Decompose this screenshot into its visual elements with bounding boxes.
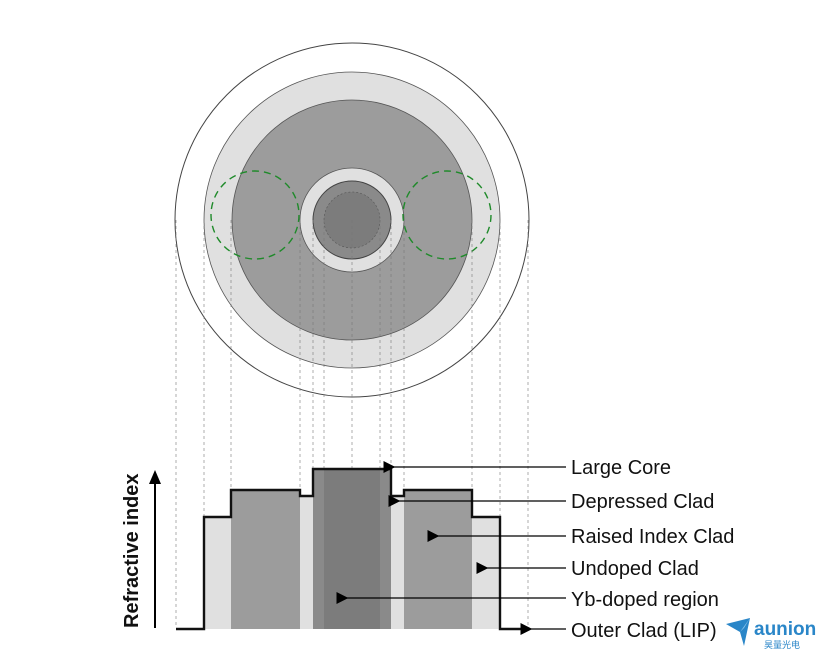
profile-yb — [324, 469, 380, 629]
profile-depressed-right — [391, 496, 404, 629]
label-yb-doped-region: Yb-doped region — [571, 589, 719, 611]
label-depressed-clad: Depressed Clad — [571, 491, 714, 513]
label-large-core: Large Core — [571, 457, 671, 479]
label-raised-index-clad: Raised Index Clad — [571, 526, 734, 548]
index-profile-fills — [176, 467, 528, 631]
profile-core-right — [380, 469, 391, 629]
logo-subtitle: 昊量光电 — [764, 639, 800, 651]
profile-raised-left — [231, 490, 300, 629]
aunion-logo: aunion 昊量光电 — [722, 612, 828, 654]
logo-word: aunion — [754, 619, 816, 640]
logo-mark-icon — [726, 618, 750, 646]
profile-undoped-left — [204, 517, 231, 629]
profile-core-left — [313, 469, 324, 629]
label-undoped-clad: Undoped Clad — [571, 558, 699, 580]
profile-depressed-left — [300, 496, 313, 629]
dashed-circle-right — [402, 170, 492, 260]
profile-raised-right — [404, 490, 472, 629]
annotations: Large Core Depressed Clad Raised Index C… — [336, 457, 734, 642]
profile-outline — [176, 467, 528, 631]
y-axis-label: Refractive index — [121, 473, 143, 628]
dashed-circle-left — [210, 170, 300, 260]
profile-undoped-right — [472, 517, 500, 629]
label-outer-clad: Outer Clad (LIP) — [571, 620, 717, 642]
y-axis: Refractive index — [121, 470, 161, 628]
